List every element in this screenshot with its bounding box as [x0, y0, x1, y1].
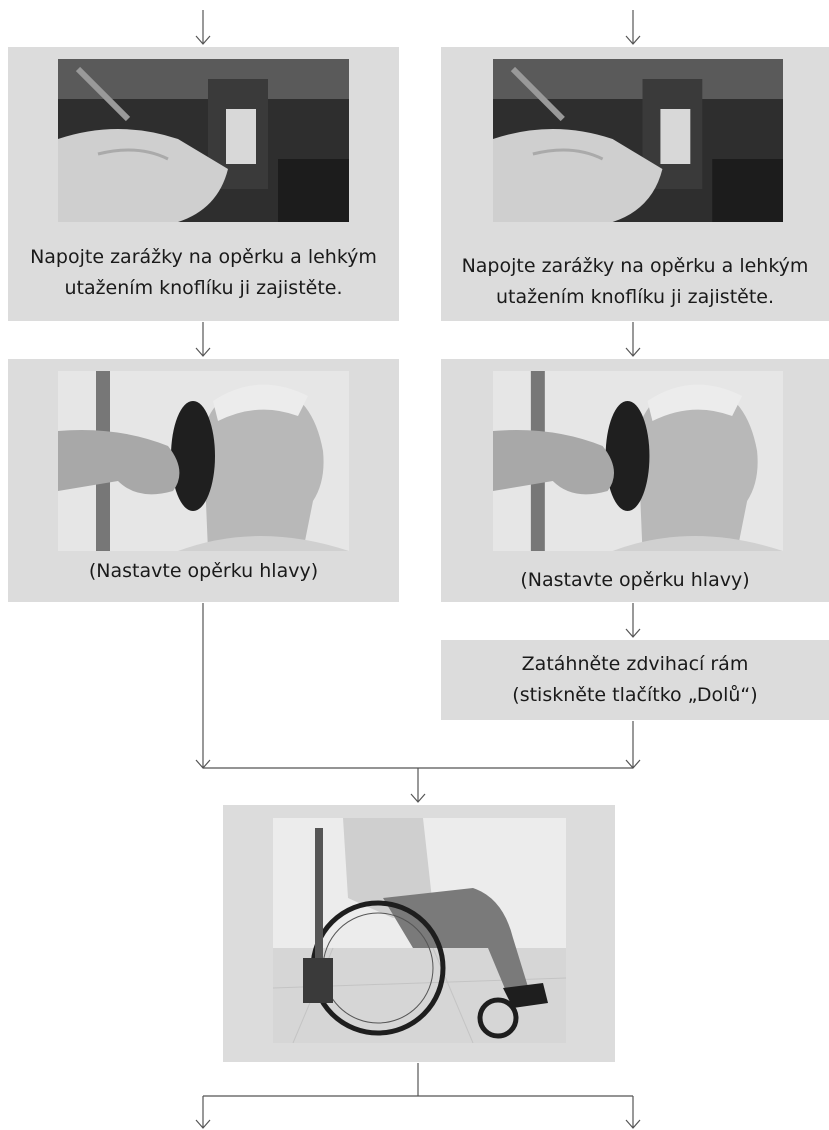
- caption-line-1: Napojte zarážky na opěrku a lehkým: [8, 242, 399, 273]
- caption-left-attach: Napojte zarážky na opěrku a lehkým utaže…: [8, 242, 399, 304]
- hand-attaching-latch-photo: [58, 59, 349, 222]
- step-box-left-attach: Napojte zarážky na opěrku a lehkým utaže…: [8, 47, 399, 321]
- caption-text: (Nastavte opěrku hlavy): [8, 556, 399, 587]
- man-with-headrest-photo: [58, 371, 349, 551]
- step-box-retract: Zatáhněte zdvihací rám (stiskněte tlačít…: [441, 640, 829, 720]
- caption-text: (Nastavte opěrku hlavy): [441, 565, 829, 596]
- caption-line-1: Napojte zarážky na opěrku a lehkým: [441, 251, 829, 282]
- caption-retract: Zatáhněte zdvihací rám (stiskněte tlačít…: [441, 649, 829, 711]
- step-box-right-attach: Napojte zarážky na opěrku a lehkým utaže…: [441, 47, 829, 321]
- step-box-right-adjust: (Nastavte opěrku hlavy): [441, 359, 829, 602]
- caption-line-2: utažením knoflíku ji zajistěte.: [441, 282, 829, 313]
- caption-right-adjust: (Nastavte opěrku hlavy): [441, 565, 829, 596]
- caption-right-attach: Napojte zarážky na opěrku a lehkým utaže…: [441, 251, 829, 313]
- hand-attaching-latch-photo: [493, 59, 783, 222]
- man-with-headrest-photo: [493, 371, 783, 551]
- caption-line-1: Zatáhněte zdvihací rám: [441, 649, 829, 680]
- step-box-left-adjust: (Nastavte opěrku hlavy): [8, 359, 399, 602]
- step-box-final: [223, 805, 615, 1062]
- man-seated-in-wheelchair-photo: [273, 818, 566, 1043]
- caption-line-2: (stiskněte tlačítko „Dolů“): [441, 680, 829, 711]
- caption-line-2: utažením knoflíku ji zajistěte.: [8, 273, 399, 304]
- caption-left-adjust: (Nastavte opěrku hlavy): [8, 556, 399, 587]
